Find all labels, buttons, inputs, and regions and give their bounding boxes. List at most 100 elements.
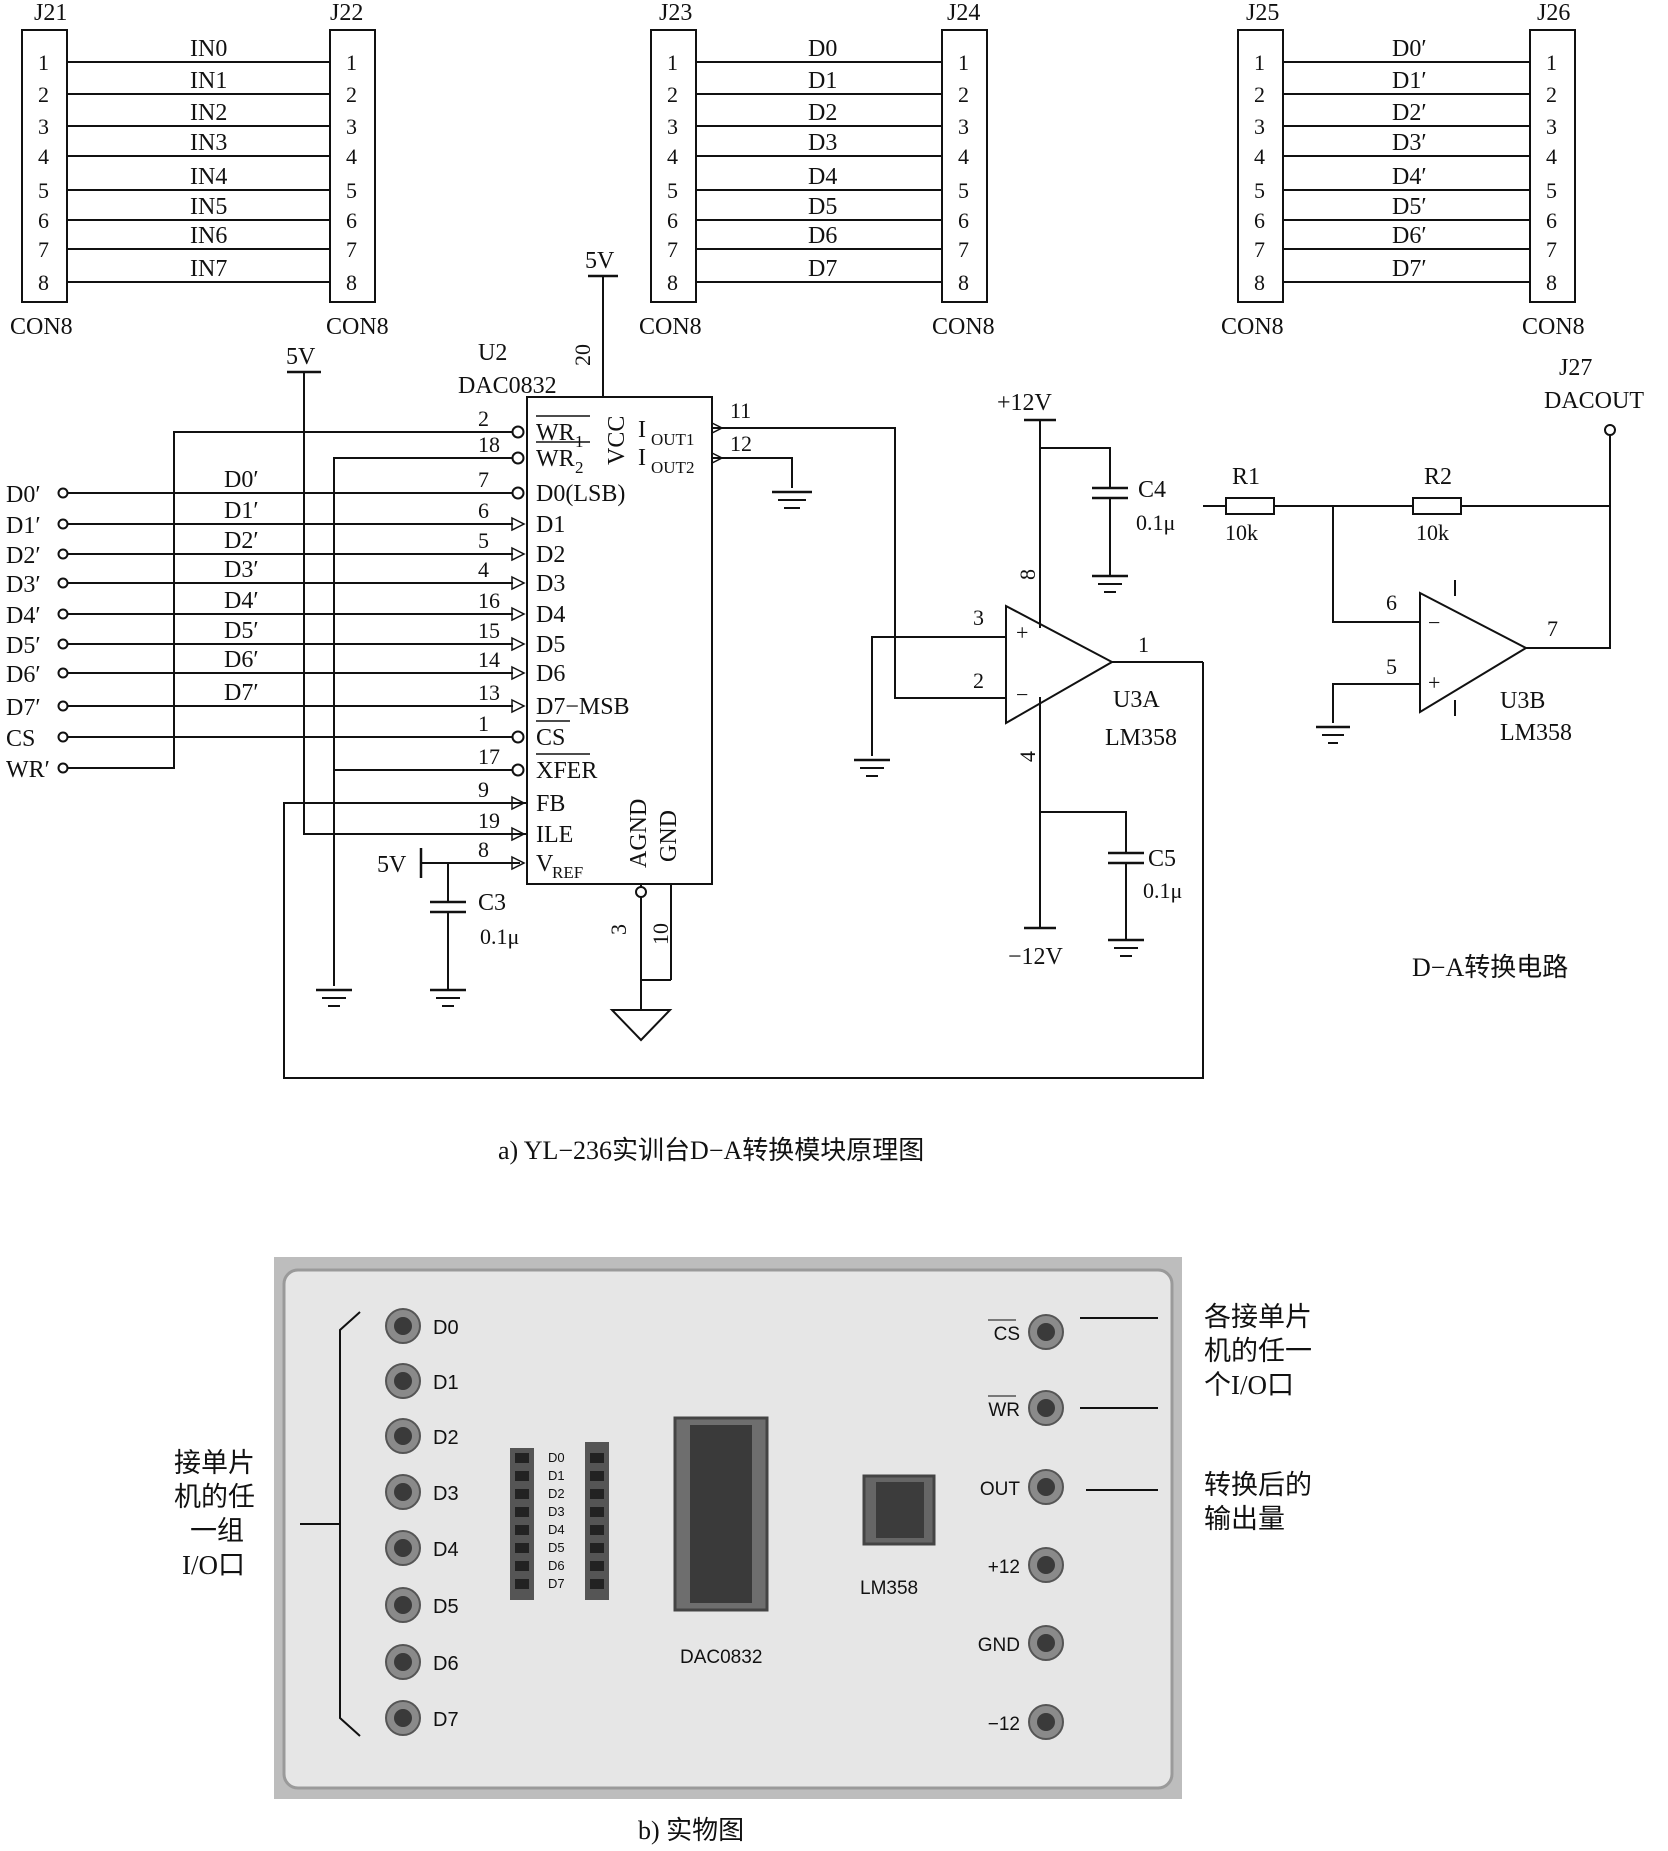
dac-vcc-5v-label: 5V — [585, 248, 615, 274]
connector-j23: J23 CON8 — [639, 0, 702, 340]
dac-agnd-text: AGND — [626, 799, 652, 868]
opamp-u3b-stage: R1 10k R2 10k − + 6 5 7 J27 DACOUT U3B L… — [1203, 355, 1644, 746]
dac-pin-name: D3 — [536, 571, 565, 597]
j25-label: J25 — [1246, 0, 1279, 26]
connector-pin-number: 4 — [1254, 144, 1265, 169]
photo-terminal: −12 — [988, 1704, 1064, 1740]
photo-terminal: D0 — [385, 1308, 459, 1344]
photo-terminal: D6 — [385, 1644, 459, 1680]
u3a-ref: U3A — [1113, 687, 1160, 713]
connector-pin-number: 3 — [1254, 114, 1265, 139]
connector-pin-number: 3 — [958, 114, 969, 139]
input-terminal: CS — [6, 726, 69, 752]
bus-label: IN1 — [190, 68, 227, 94]
u3b-part: LM358 — [1500, 720, 1572, 746]
input-label: D0′ — [6, 482, 41, 508]
ann-right-2: 机的任一 — [1204, 1336, 1312, 1366]
photo-terminal: D5 — [385, 1587, 459, 1623]
input-label: D6′ — [6, 662, 41, 688]
bus-label: D6 — [808, 223, 837, 249]
dac-pin-name: FB — [536, 791, 565, 817]
iout2-sub: OUT2 — [651, 458, 694, 477]
photo-opamp-label: LM358 — [860, 1578, 918, 1599]
connector-pin-number: 4 — [667, 144, 678, 169]
dac-pin-number: 6 — [478, 498, 489, 523]
connector-pin-number: 1 — [38, 50, 49, 75]
connector-pin-number: 6 — [1254, 208, 1265, 233]
connector-pin-number: 5 — [1254, 178, 1265, 203]
connector-pin-number: 3 — [38, 114, 49, 139]
bus-label: D6′ — [1392, 223, 1427, 249]
connector-pin-number: 2 — [1254, 82, 1265, 107]
photo-terminal-label: D4 — [433, 1539, 459, 1561]
photo-terminal-label: D6 — [433, 1653, 459, 1675]
connector-pin-number: 7 — [38, 237, 49, 262]
c4-value: 0.1μ — [1136, 510, 1175, 535]
bus-label: D4′ — [1392, 164, 1427, 190]
bus-label: D0′ — [1392, 36, 1427, 62]
wr1-wire — [60, 431, 513, 769]
photo-terminal: OUT — [980, 1469, 1064, 1505]
dac-pin-sub: 2 — [575, 458, 584, 477]
connector-pin-number: 8 — [1546, 270, 1557, 295]
left-inputs: D0′D0′D1′D1′D2′D2′D3′D3′D4′D4′D5′D5′D6′D… — [6, 467, 513, 783]
dac-vcc-text: VCC — [604, 416, 630, 465]
ann-left-3: 一组 — [190, 1516, 244, 1546]
u3b-pin6: 6 — [1386, 590, 1397, 615]
c3-ref: C3 — [478, 890, 506, 916]
connector-j22: J22 CON8 — [326, 0, 389, 340]
dac-iout1: I OUT1 11 — [638, 398, 751, 449]
connector-pin-number: 6 — [38, 208, 49, 233]
dac-pin: 7D0(LSB) — [478, 467, 625, 507]
dac-agnd-pin: 3 — [606, 924, 631, 935]
r1 — [1225, 497, 1275, 515]
j21-label: J21 — [34, 0, 67, 26]
bus-label: D3 — [808, 130, 837, 156]
dac-pin-number: 19 — [478, 808, 500, 833]
j24-type: CON8 — [932, 314, 995, 340]
dac-ref: U2 — [478, 340, 507, 366]
connector-pin-number: 2 — [346, 82, 357, 107]
input-label: D3′ — [6, 572, 41, 598]
bus-label: D2′ — [1392, 100, 1427, 126]
dac-pin-number: 14 — [478, 647, 500, 672]
u3a-part: LM358 — [1105, 725, 1177, 751]
connector-pin-number: 5 — [1546, 178, 1557, 203]
c5-value: 0.1μ — [1143, 878, 1182, 903]
bus-label: D1′ — [1392, 68, 1427, 94]
r1-value: 10k — [1225, 520, 1258, 545]
connector-pin-number: 4 — [346, 144, 357, 169]
dac-pin-name: D4 — [536, 602, 565, 628]
bus-label: D5′ — [1392, 194, 1427, 220]
input-terminal: D4′D4′ — [6, 588, 513, 629]
connector-j25: J25 CON8 — [1221, 0, 1284, 340]
u3a-pin8: 8 — [1015, 569, 1040, 580]
photo-terminal-label: D1 — [433, 1372, 459, 1394]
input-bus-label: D6′ — [224, 647, 259, 673]
header-label: D0 — [548, 1450, 565, 1465]
j25-type: CON8 — [1221, 314, 1284, 340]
input-terminal: D2′D2′ — [6, 528, 513, 569]
u3b-minus-sign: − — [1428, 610, 1440, 635]
dac-pin-number: 18 — [478, 432, 500, 457]
dac-pin-number: 17 — [478, 744, 500, 769]
bus-label: D1 — [808, 68, 837, 94]
input-label: WR′ — [6, 757, 50, 783]
connector-pin-number: 3 — [667, 114, 678, 139]
bus-label: D3′ — [1392, 130, 1427, 156]
iout1-pin: 11 — [730, 398, 751, 423]
connector-pin-number: 7 — [958, 237, 969, 262]
header-label: D6 — [548, 1558, 565, 1573]
iout1-sub: OUT1 — [651, 430, 694, 449]
dac-pin-name: D2 — [536, 542, 565, 568]
j26-type: CON8 — [1522, 314, 1585, 340]
photo-terminal-label: D5 — [433, 1596, 459, 1618]
dac-iout2: I OUT2 12 — [638, 431, 752, 477]
bus-label: IN4 — [190, 164, 227, 190]
ann-right-5: 输出量 — [1204, 1504, 1285, 1534]
j24-label: J24 — [947, 0, 980, 26]
dac-pin-number: 4 — [478, 557, 489, 582]
